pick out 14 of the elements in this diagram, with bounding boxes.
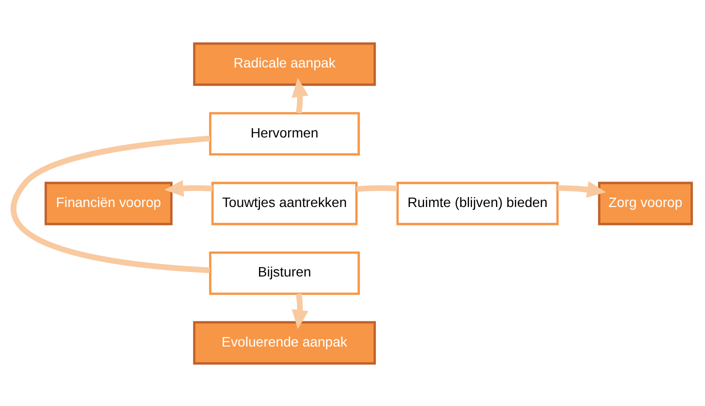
connector <box>356 184 398 192</box>
node-box: Hervormen <box>209 112 360 156</box>
arrow <box>292 292 308 329</box>
arrow <box>558 180 606 198</box>
arrow <box>164 180 213 196</box>
node-box: Touwtjes aantrekken <box>211 181 358 225</box>
node-box: Financiën voorop <box>44 181 173 225</box>
node-box: Evoluerende aanpak <box>193 320 376 364</box>
node-box: Zorg voorop <box>598 181 693 225</box>
connector <box>11 135 210 273</box>
node-box: Radicale aanpak <box>193 42 376 86</box>
arrow <box>292 77 308 113</box>
node-box: Ruimte (blijven) bieden <box>396 181 559 225</box>
node-box: Bijsturen <box>209 250 360 294</box>
